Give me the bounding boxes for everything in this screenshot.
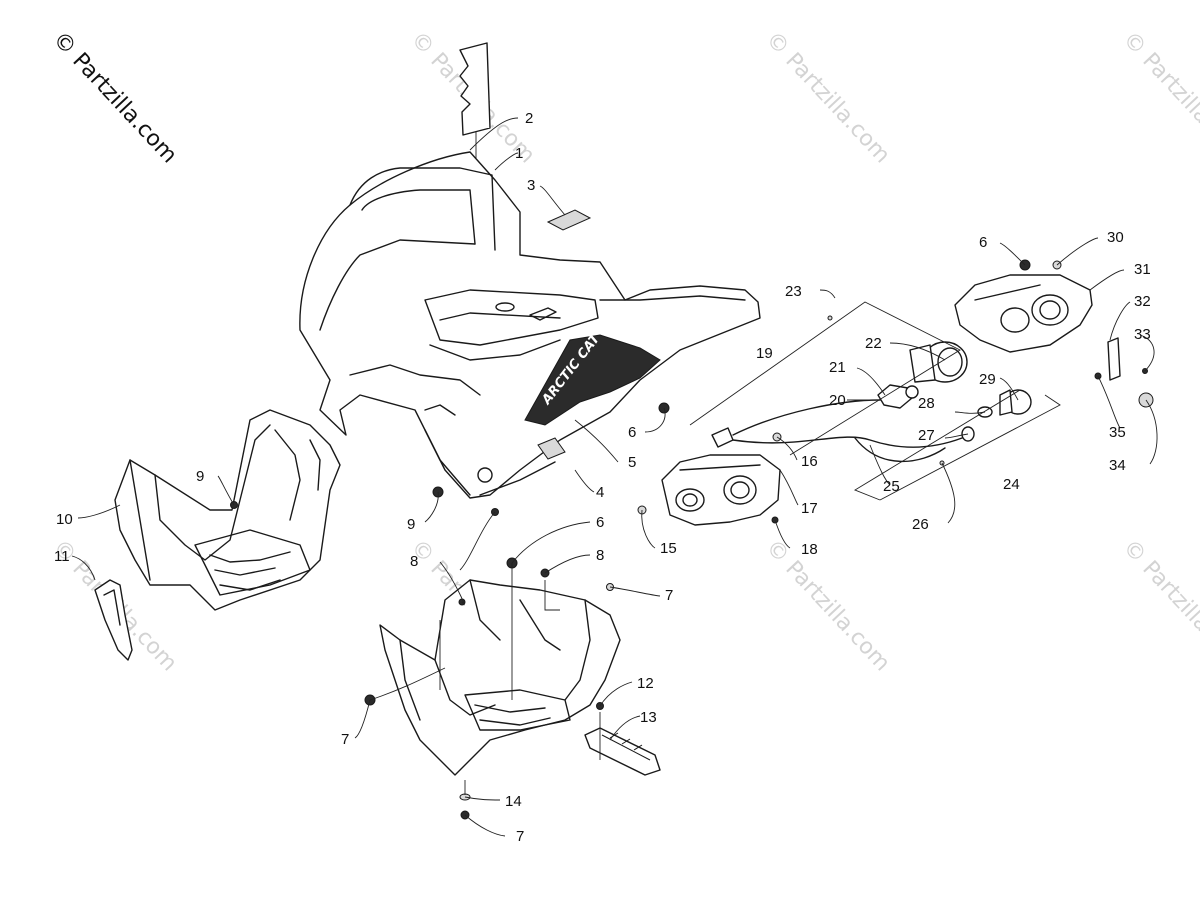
callout-20: 20 bbox=[829, 392, 846, 409]
part-31-taillight-housing bbox=[954, 274, 1093, 353]
callout-19: 19 bbox=[756, 345, 773, 362]
callout-2: 2 bbox=[525, 110, 533, 127]
group-brackets bbox=[689, 289, 1061, 501]
callout-27: 27 bbox=[918, 427, 935, 444]
callout-30: 30 bbox=[1107, 229, 1124, 246]
callout-18: 18 bbox=[801, 541, 818, 558]
part-20-harness bbox=[711, 399, 963, 463]
callout-9: 9 bbox=[196, 468, 204, 485]
callout-3: 3 bbox=[527, 177, 535, 194]
watermark-main: © Partzilla.com bbox=[48, 27, 182, 168]
part-taillight-left bbox=[661, 454, 781, 526]
callout-28: 28 bbox=[918, 395, 935, 412]
callout-7: 7 bbox=[665, 587, 673, 604]
callout-24: 24 bbox=[1003, 476, 1020, 493]
callout-6: 6 bbox=[596, 514, 604, 531]
part-10-footwell-left bbox=[114, 409, 341, 611]
callout-35: 35 bbox=[1109, 424, 1126, 441]
callout-6: 6 bbox=[979, 234, 987, 251]
callout-33: 33 bbox=[1134, 326, 1151, 343]
callout-31: 31 bbox=[1134, 261, 1151, 278]
callout-14: 14 bbox=[505, 793, 522, 810]
callout-labels: 1 2 3 4 5 6 6 6 7 7 7 7 8 8 9 9 10 11 12… bbox=[54, 110, 1151, 845]
callout-13: 13 bbox=[640, 709, 657, 726]
callout-17: 17 bbox=[801, 500, 818, 517]
callout-34: 34 bbox=[1109, 457, 1126, 474]
part-1-rear-fender: ARCTIC CAT bbox=[299, 151, 761, 499]
watermark: © Partzilla.com bbox=[761, 27, 895, 168]
leader-lines bbox=[71, 117, 1158, 837]
callout-26: 26 bbox=[912, 516, 929, 533]
callout-5: 5 bbox=[628, 454, 636, 471]
callout-7: 7 bbox=[341, 731, 349, 748]
part-29-socket bbox=[999, 389, 1032, 416]
watermark: © Partzilla.com bbox=[1118, 27, 1200, 168]
callout-16: 16 bbox=[801, 453, 818, 470]
callout-15: 15 bbox=[660, 540, 677, 557]
callout-25: 25 bbox=[883, 478, 900, 495]
watermark: © Partzilla.com bbox=[1118, 535, 1200, 676]
callout-9: 9 bbox=[407, 516, 415, 533]
callout-21: 21 bbox=[829, 359, 846, 376]
part-footwell-right bbox=[379, 579, 621, 776]
callout-8: 8 bbox=[410, 553, 418, 570]
callout-7: 7 bbox=[516, 828, 524, 845]
callout-22: 22 bbox=[865, 335, 882, 352]
part-11-bracket bbox=[94, 579, 133, 661]
callout-1: 1 bbox=[515, 145, 523, 162]
callout-10: 10 bbox=[56, 511, 73, 528]
part-28-bulb bbox=[961, 406, 993, 442]
part-13-footpeg bbox=[584, 727, 661, 776]
callout-4: 4 bbox=[596, 484, 604, 501]
callout-12: 12 bbox=[637, 675, 654, 692]
callout-11: 11 bbox=[54, 548, 70, 565]
callout-8: 8 bbox=[596, 547, 604, 564]
part-21-bulb bbox=[877, 384, 919, 409]
callout-29: 29 bbox=[979, 371, 996, 388]
callout-32: 32 bbox=[1134, 293, 1151, 310]
callout-23: 23 bbox=[785, 283, 802, 300]
callout-6: 6 bbox=[628, 424, 636, 441]
watermark: © Partzilla.com bbox=[761, 535, 895, 676]
